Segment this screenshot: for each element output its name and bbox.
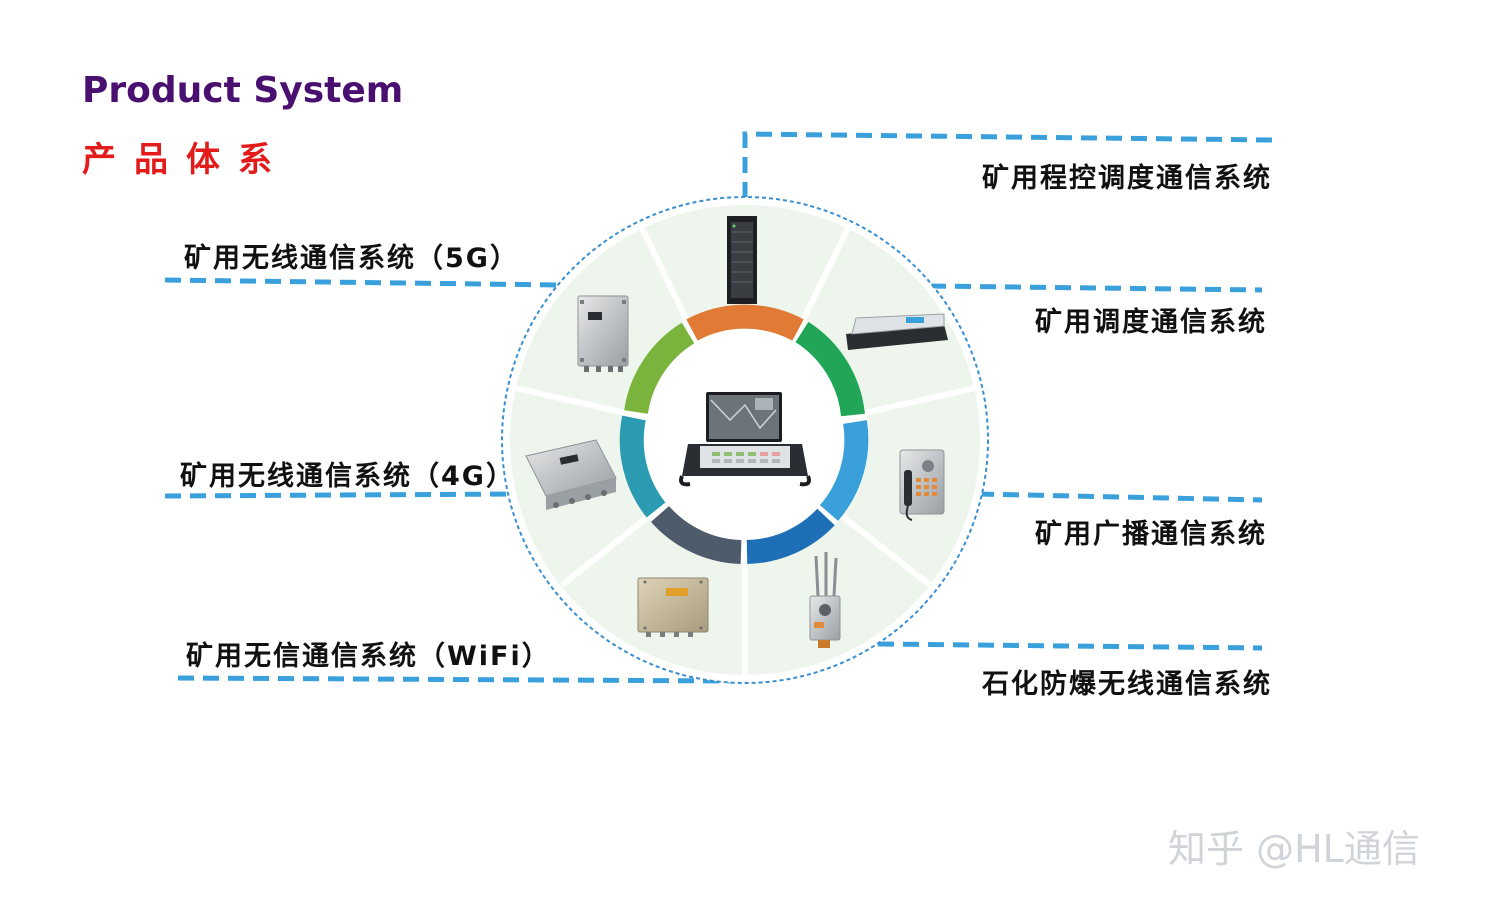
label-program-dispatch: 矿用程控调度通信系统 xyxy=(982,163,1272,194)
label-petrochemical: 石化防爆无线通信系统 xyxy=(982,669,1272,700)
ring-segments xyxy=(619,304,869,564)
connector-5g xyxy=(164,277,561,288)
connector-4g xyxy=(164,491,519,499)
ring-segment-lightblue xyxy=(819,420,869,521)
label-wifi: 矿用无信通信系统（WiFi） xyxy=(186,641,551,672)
ring-segment-orange xyxy=(686,304,804,341)
server-rack-icon xyxy=(727,216,757,304)
explosion-proof-radio-icon xyxy=(809,552,841,648)
title-en: Product System xyxy=(82,70,404,111)
connector-petrochemical xyxy=(877,641,1263,651)
connector-broadcast xyxy=(977,491,1263,503)
junction-box-icon xyxy=(637,577,709,637)
watermark: 知乎 @HL通信 xyxy=(1168,827,1420,871)
ring-segment-teal xyxy=(619,415,666,518)
ring-segment-blue xyxy=(746,508,835,564)
label-wireless-5g: 矿用无线通信系统（5G） xyxy=(184,243,519,274)
rack-server-icon xyxy=(846,313,948,350)
ring-segment-lime xyxy=(624,322,695,415)
dispatch-console-icon xyxy=(679,392,811,487)
wall-telephone-icon xyxy=(899,449,945,521)
connector-lines xyxy=(164,131,1273,684)
label-wireless-4g: 矿用无线通信系统（4G） xyxy=(180,461,515,492)
ring-segment-slate xyxy=(650,505,742,564)
base-station-5g-icon xyxy=(577,295,629,372)
ring-segment-green xyxy=(795,321,865,417)
base-station-4g-icon xyxy=(525,439,617,510)
connector-program-dispatch xyxy=(742,131,1273,198)
title-cn: 产品体系 xyxy=(82,140,290,180)
label-broadcast: 矿用广播通信系统 xyxy=(1035,519,1267,550)
connector-dispatch xyxy=(929,283,1263,293)
connector-wifi xyxy=(177,675,733,684)
label-dispatch: 矿用调度通信系统 xyxy=(1035,307,1267,338)
